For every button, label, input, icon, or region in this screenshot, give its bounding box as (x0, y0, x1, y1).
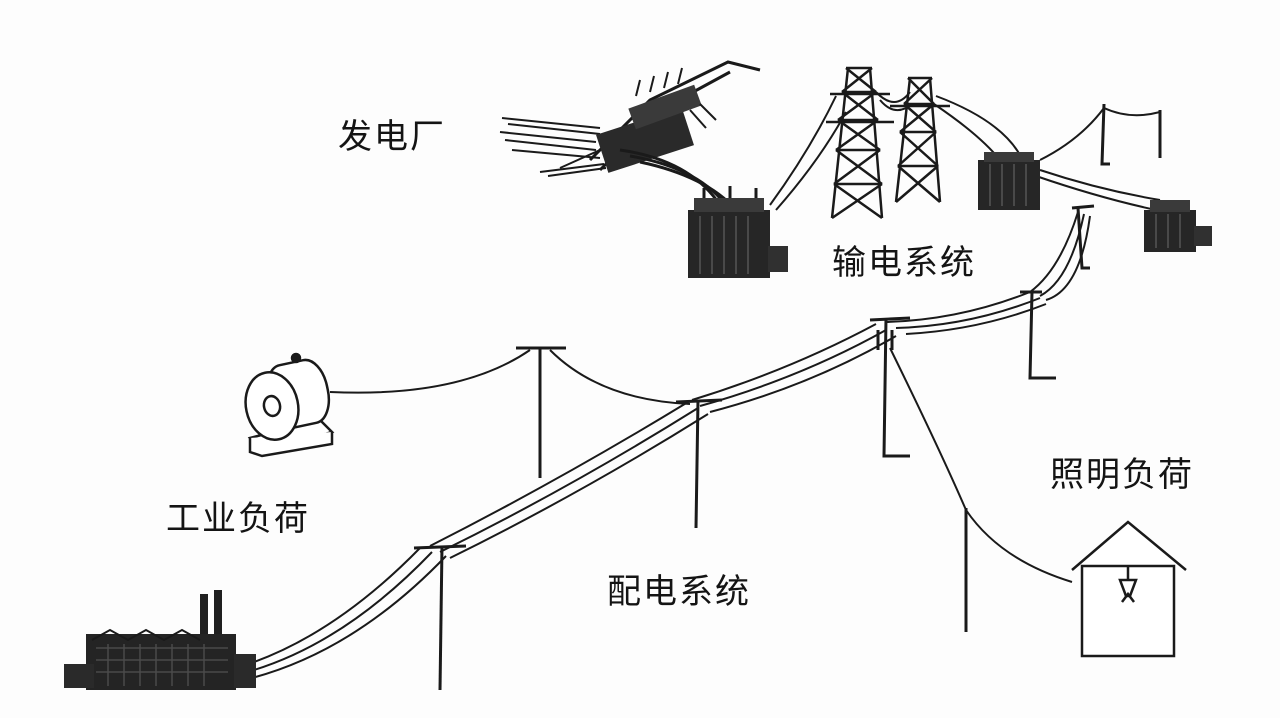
transmission-tower-icon (826, 66, 894, 220)
transmission-lines (769, 91, 1161, 211)
transmission-tower-icon (890, 76, 950, 203)
transformer-icon (978, 152, 1040, 210)
transformer-icon (1144, 200, 1212, 252)
factory-icon (64, 590, 256, 690)
motor-icon (244, 352, 335, 458)
lamp-icon (1118, 566, 1138, 603)
transmission-system-label: 输电系统 (832, 243, 976, 283)
lighting-load-label: 照明负荷 (1050, 455, 1194, 495)
house-icon (1071, 520, 1187, 658)
power-plant-icon (499, 60, 761, 211)
pole-top-right (1100, 103, 1162, 166)
distribution-system-label: 配电系统 (607, 572, 751, 612)
power-plant-label: 发电厂 (338, 117, 446, 157)
distribution-poles (413, 204, 1095, 691)
distribution-lines (235, 211, 1091, 681)
industrial-load-label: 工业负荷 (166, 499, 310, 539)
transformer-icon (688, 186, 788, 278)
